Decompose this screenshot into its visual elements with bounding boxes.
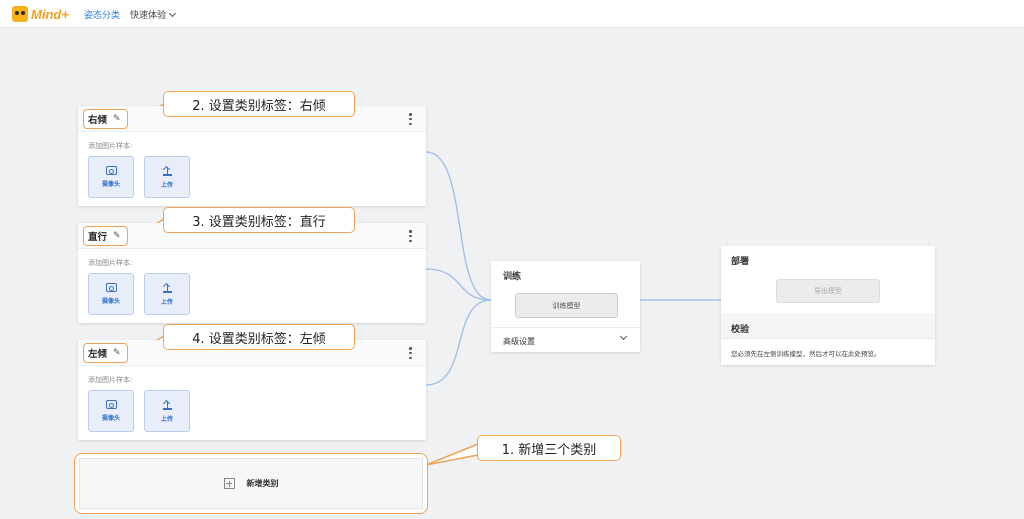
upload-icon	[162, 400, 173, 410]
app-logo-text: Mind+	[31, 6, 69, 22]
class-name: 左倾	[88, 349, 108, 360]
upload-icon	[162, 283, 173, 293]
callout-pointer-step1	[425, 443, 479, 466]
callout-step2: 2. 设置类别标签：右倾	[163, 91, 355, 117]
add-class-highlight: 新增类别	[74, 453, 428, 514]
add-sample-label: 添加图片样本:	[88, 142, 133, 150]
train-model-button[interactable]: 训练模型	[515, 293, 618, 318]
more-options-icon[interactable]	[409, 113, 412, 125]
mode-menu[interactable]: 快速体验	[130, 8, 177, 21]
chevron-down-icon	[619, 332, 628, 341]
callout-step1: 1. 新增三个类别	[477, 435, 621, 461]
preview-message: 您必须先在左侧训练模型，然后才可以在此处预览。	[731, 350, 881, 358]
pencil-icon[interactable]: ✎	[113, 114, 121, 124]
deploy-title: 部署	[731, 257, 750, 267]
webcam-button[interactable]: 摄像头	[88, 156, 134, 198]
upload-label: 上传	[160, 415, 173, 423]
class-name: 右倾	[88, 115, 108, 126]
deploy-panel: 部署 导出模型 校验 您必须先在左侧训练模型，然后才可以在此处预览。	[721, 246, 935, 365]
connector-class2-train	[425, 268, 492, 301]
add-class-label: 新增类别	[246, 479, 279, 488]
camera-icon	[105, 166, 117, 175]
add-sample-label: 添加图片样本:	[88, 259, 133, 267]
class-card-2: 直行 ✎ 添加图片样本: 摄像头 上传	[78, 223, 426, 323]
export-model-button[interactable]: 导出模型	[776, 279, 880, 303]
add-sample-label: 添加图片样本:	[88, 376, 133, 384]
more-options-icon[interactable]	[409, 347, 412, 359]
upload-button[interactable]: 上传	[144, 273, 190, 315]
training-title: 训练	[503, 272, 522, 282]
top-bar: Mind+ 姿态分类 快速体验	[0, 0, 1024, 28]
webcam-label: 摄像头	[101, 181, 120, 188]
webcam-label: 摄像头	[101, 298, 120, 305]
class-name: 直行	[88, 232, 108, 243]
more-options-icon[interactable]	[409, 230, 412, 242]
camera-icon	[105, 400, 117, 409]
app-logo[interactable]: Mind+	[12, 5, 69, 23]
connector-class1-train	[425, 151, 492, 301]
advanced-settings-label: 高级设置	[503, 337, 535, 346]
webcam-button[interactable]: 摄像头	[88, 390, 134, 432]
training-panel: 训练 训练模型 高级设置	[491, 261, 640, 352]
webcam-label: 摄像头	[101, 415, 120, 422]
upload-icon	[162, 166, 173, 176]
upload-button[interactable]: 上传	[144, 156, 190, 198]
advanced-settings-toggle[interactable]: 高级设置	[491, 327, 640, 352]
callout-step3: 3. 设置类别标签：直行	[163, 207, 355, 233]
chevron-down-icon	[168, 9, 177, 17]
class-name-field[interactable]: 直行 ✎	[83, 226, 128, 246]
class-name-field[interactable]: 左倾 ✎	[83, 343, 128, 363]
connector-class3-train	[425, 299, 492, 386]
mode-menu-label: 快速体验	[130, 11, 167, 21]
preview-header: 校验	[721, 314, 935, 339]
class-card-3: 左倾 ✎ 添加图片样本: 摄像头 上传	[78, 340, 426, 440]
class-name-field[interactable]: 右倾 ✎	[83, 109, 128, 129]
upload-label: 上传	[160, 181, 173, 189]
pencil-icon[interactable]: ✎	[113, 231, 121, 241]
webcam-button[interactable]: 摄像头	[88, 273, 134, 315]
plus-icon	[223, 478, 235, 489]
callout-step4: 4. 设置类别标签：左倾	[163, 324, 355, 350]
upload-label: 上传	[160, 298, 173, 306]
add-class-button[interactable]: 新增类别	[79, 458, 423, 509]
pencil-icon[interactable]: ✎	[113, 348, 121, 358]
camera-icon	[105, 283, 117, 292]
tab-pose-classification[interactable]: 姿态分类	[84, 11, 121, 21]
preview-title: 校验	[731, 325, 750, 335]
robot-logo-icon	[12, 6, 28, 22]
upload-button[interactable]: 上传	[144, 390, 190, 432]
class-card-1: 右倾 ✎ 添加图片样本: 摄像头 上传	[78, 106, 426, 206]
